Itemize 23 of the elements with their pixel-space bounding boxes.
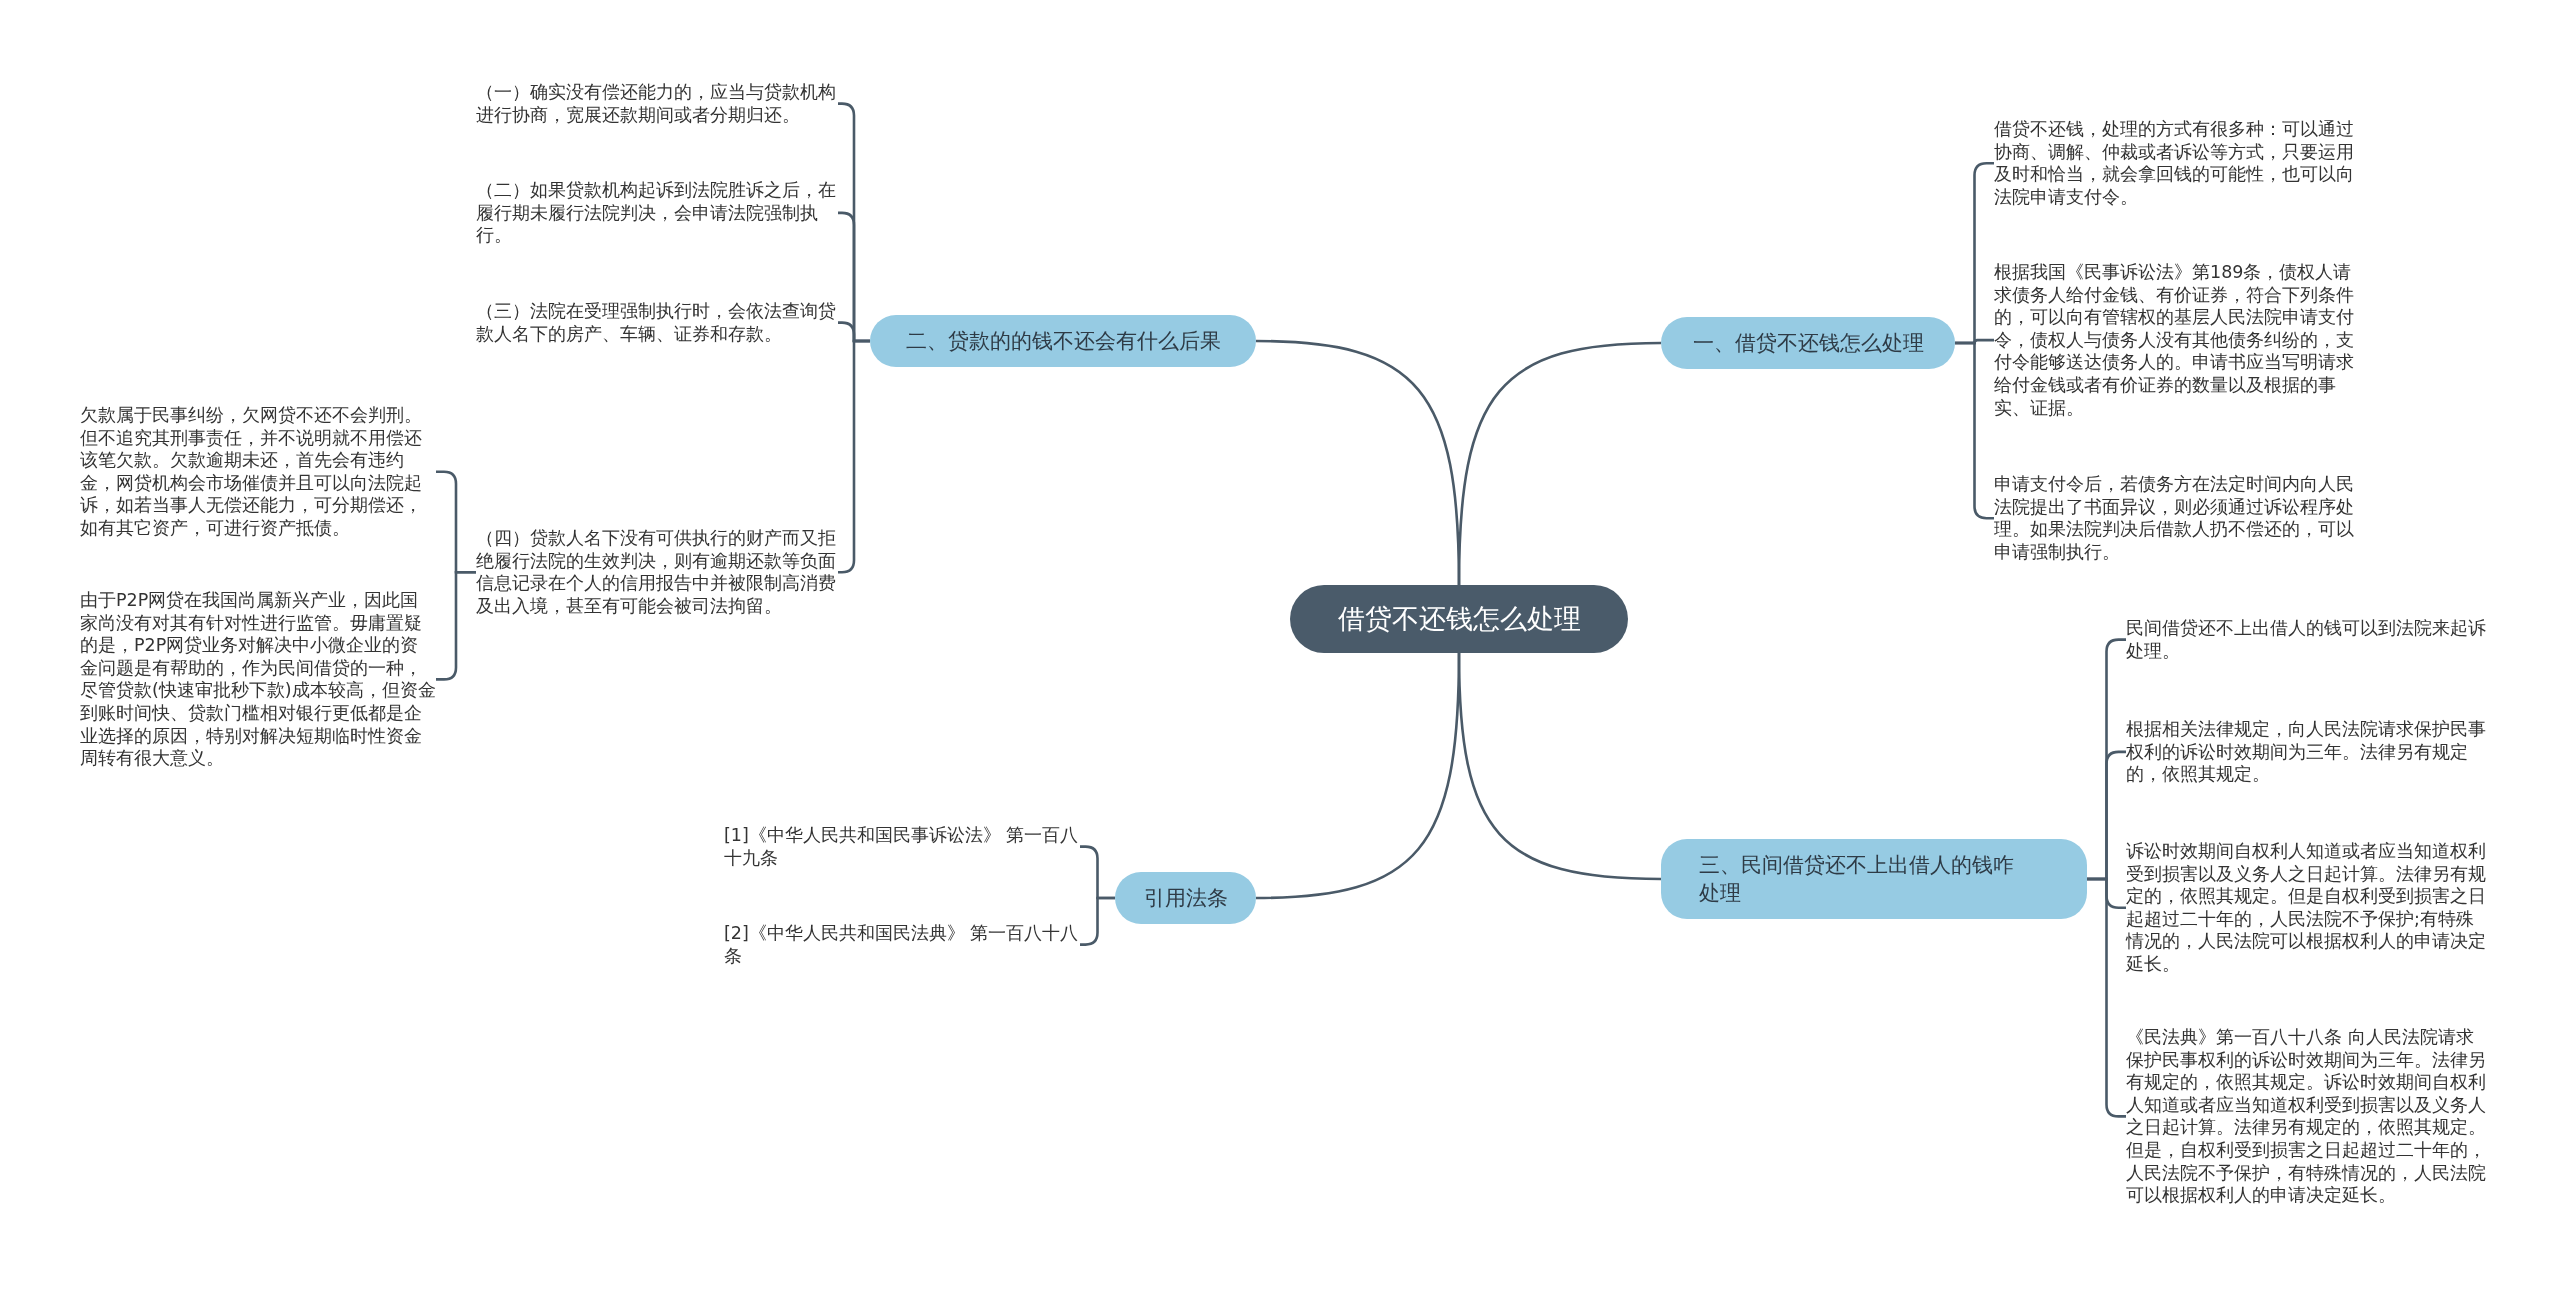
note-text: （一）确实没有偿还能力的，应当与贷款机构进行协商，宽展还款期间或者分期归还。 — [476, 81, 838, 127]
note-text: [2]《中华人民共和国民法典》 第一百八十八条 — [724, 922, 1080, 968]
note-text: （三）法院在受理强制执行时，会依法查询贷款人名下的房产、车辆、证券和存款。 — [476, 300, 838, 346]
branch-topic: 二、贷款的的钱不还会有什么后果 — [870, 315, 1256, 367]
branch-topic: 三、民间借贷还不上出借人的钱咋处理 — [1661, 839, 2087, 919]
note-text: 由于P2P网贷在我国尚属新兴产业，因此国家尚没有对其有针对性进行监管。毋庸置疑的是，P2P网贷业务对解决中小微企业的资金问题是有帮助的，作为民间借贷的一种，尽管贷款(快速审批秒下款)成本较高，但资金到账时间快、贷款门槛相对银行更低都是企业选择的原因，特别对解决短期临时性资金周转有很大意义。 — [80, 589, 436, 770]
central-topic: 借贷不还钱怎么处理 — [1290, 585, 1628, 653]
connector-line — [1255, 652, 1461, 900]
note-text: （二）如果贷款机构起诉到法院胜诉之后，在履行期未履行法院判决，会申请法院强制执行。 — [476, 179, 838, 247]
note-text: 诉讼时效期间自权利人知道或者应当知道权利受到损害以及义务人之日起计算。法律另有规定的，依照其规定。但是自权利受到损害之日起超过二十年的，人民法院不予保护;有特殊情况的，人民法院可以根据权利人的申请决定延长。 — [2126, 840, 2486, 976]
note-text: 欠款属于民事纠纷，欠网贷不还不会判刑。但不追究其刑事责任，并不说明就不用偿还该笔欠款。欠款逾期未还，首先会有违约金，网贷机构会市场催债并且可以向法院起诉，如若当事人无偿还能力，可分期偿还，如有其它资产，可进行资产抵债。 — [80, 404, 436, 540]
connector-line — [1080, 896, 1115, 946]
note-text: 借贷不还钱，处理的方式有很多种：可以通过协商、调解、仲裁或者诉讼等方式，只要运用及时和恰当，就会拿回钱的可能性，也可以向法院申请支付令。 — [1994, 118, 2354, 209]
note-text: 申请支付令后，若债务方在法定时间内向人民法院提出了书面异议，则必须通过诉讼程序处理。如果法院判决后借款人扔不偿还的，可以申请强制执行。 — [1994, 473, 2354, 564]
note-text: 根据我国《民事诉讼法》第189条，债权人请求债务人给付金钱、有价证券，符合下列条件的，可以向有管辖权的基层人民法院申请支付令，债权人与债务人没有其他债务纠纷的，支付令能够送达债务人的。申请书应当写明请求给付金钱或者有价证券的数量以及根据的事实、证据。 — [1994, 261, 2354, 420]
note-text: 根据相关法律规定，向人民法院请求保护民事权利的诉讼时效期间为三年。法律另有规定的，依照其规定。 — [2126, 718, 2486, 786]
note-text: （四）贷款人名下没有可供执行的财产而又拒绝履行法院的生效判决，则有逾期还款等负面信息记录在个人的信用报告中并被限制高消费及出入境，甚至有可能会被司法拘留。 — [476, 527, 838, 618]
connector-line — [1255, 339, 1461, 586]
note-text: 《民法典》第一百八十八条 向人民法院请求保护民事权利的诉讼时效期间为三年。法律另有规定的，依照其规定。诉讼时效期间自权利人知道或者应当知道权利受到损害以及义务人之日起计算。法律另有规定的，依照其规定。但是，自权利受到损害之日起超过二十年的，人民法院不予保护，有特殊情况的，人民法院可以根据权利人的申请决定延长。 — [2126, 1026, 2486, 1207]
branch-topic: 引用法条 — [1115, 872, 1256, 924]
note-text: 民间借贷还不上出借人的钱可以到法院来起诉处理。 — [2126, 617, 2486, 663]
branch-topic: 一、借贷不还钱怎么处理 — [1661, 317, 1955, 369]
note-text: [1]《中华人民共和国民事诉讼法》 第一百八十九条 — [724, 824, 1080, 870]
